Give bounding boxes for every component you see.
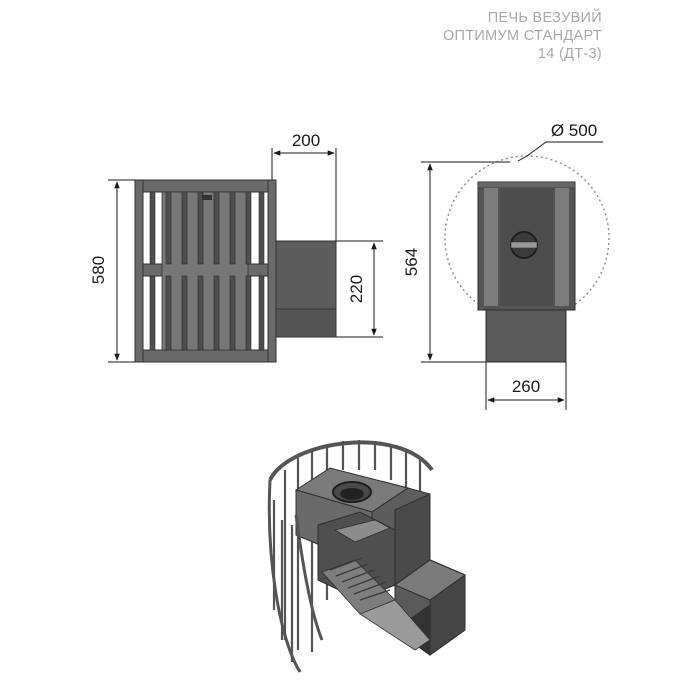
dim-580-label: 580 xyxy=(89,256,108,284)
iso-cage-front xyxy=(267,479,324,673)
iso-view xyxy=(267,440,467,673)
dim-diameter xyxy=(517,141,603,162)
front-view xyxy=(444,155,610,363)
dim-200 xyxy=(271,148,337,241)
dim-220 xyxy=(336,240,383,338)
dim-260 xyxy=(485,362,567,410)
dim-diameter-label: Ø 500 xyxy=(551,121,597,140)
dim-260-label: 260 xyxy=(512,377,540,396)
title-line-3: 14 (ДТ-3) xyxy=(537,46,602,62)
front-tunnel xyxy=(485,309,567,363)
side-bars xyxy=(149,191,265,351)
title-line-1: ПЕЧЬ ВЕЗУВИЙ xyxy=(487,10,602,26)
dim-564 xyxy=(421,161,510,363)
dim-220-label: 220 xyxy=(347,275,366,303)
dim-200-label: 200 xyxy=(292,131,320,150)
dim-564-label: 564 xyxy=(402,248,421,276)
side-view xyxy=(134,179,337,363)
dim-580 xyxy=(108,179,135,363)
product-title: ПЕЧЬ ВЕЗУВИЙ ОПТИМУМ СТАНДАРТ 14 (ДТ-3) xyxy=(443,9,602,63)
title-line-2: ОПТИМУМ СТАНДАРТ xyxy=(442,28,602,44)
